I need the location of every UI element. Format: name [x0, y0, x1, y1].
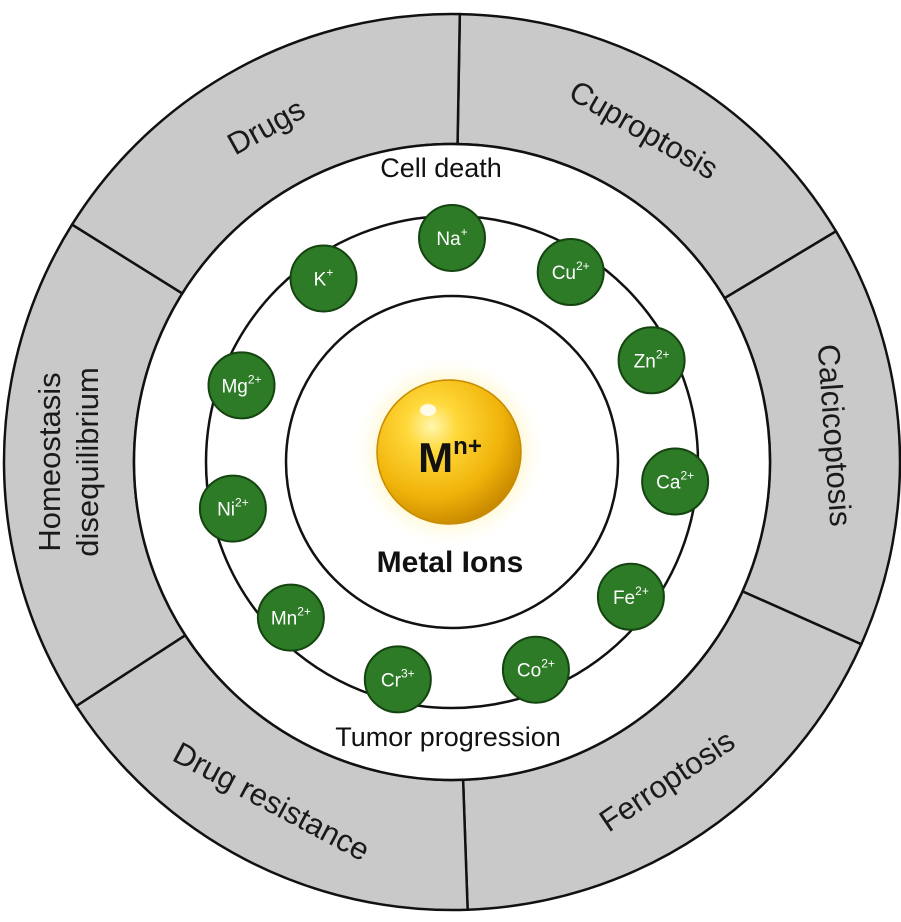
ion-mg: Mg2+	[207, 351, 276, 420]
ion-fe: Fe2+	[596, 562, 665, 631]
ion-circle	[617, 326, 686, 395]
ion-label: Ca2+	[656, 469, 694, 494]
core-symbol: Mn+	[418, 433, 482, 481]
ion-symbol: Ca	[656, 473, 681, 494]
ion-label: Co2+	[517, 657, 555, 682]
ion-label: Mn2+	[271, 605, 311, 630]
ion-label: Mg2+	[221, 372, 261, 397]
ion-symbol: Ni	[217, 500, 235, 521]
core-symbol-superscript: n+	[453, 433, 482, 460]
ion-symbol: Co	[517, 661, 541, 682]
ion-label: Na+	[436, 225, 467, 250]
metal-ion-core: Mn+	[351, 354, 547, 550]
ion-circle	[289, 244, 358, 313]
ion-label: Zn2+	[634, 347, 670, 372]
ion-charge: 2+	[656, 347, 670, 361]
ion-symbol: K	[314, 270, 327, 291]
ion-symbol: Fe	[613, 588, 635, 609]
ion-circle	[501, 635, 570, 704]
ion-circle	[596, 562, 665, 631]
ion-charge: 2+	[235, 496, 249, 510]
ion-cr: Cr3+	[363, 645, 432, 714]
ion-na: Na+	[418, 204, 486, 272]
ion-circle	[198, 474, 267, 543]
ion-ni: Ni2+	[198, 474, 267, 543]
ion-label: Cr3+	[381, 666, 415, 691]
ion-mn: Mn2+	[256, 583, 325, 652]
segment-label-line: disequilibrium	[70, 367, 105, 557]
ion-symbol: Cu	[552, 263, 576, 284]
ion-k: K+	[289, 244, 358, 313]
sphere-highlight	[420, 404, 436, 416]
ion-cu: Cu2+	[536, 238, 605, 307]
metal-ions-label: Metal Ions	[377, 546, 524, 579]
ion-circle	[207, 351, 276, 420]
ion-symbol: Mn	[271, 609, 297, 630]
tumor-progression-label: Tumor progression	[335, 722, 561, 752]
ion-charge: 2+	[635, 584, 649, 598]
ion-circle	[418, 204, 486, 272]
segment-label-homeostasis-disequilibrium: Homeostasisdisequilibrium	[32, 367, 105, 557]
ion-charge: 3+	[401, 666, 415, 680]
ion-circle	[256, 583, 325, 652]
ion-label: K+	[314, 266, 334, 291]
ion-charge: 2+	[541, 657, 555, 671]
gold-sphere-icon	[376, 379, 522, 525]
ion-co: Co2+	[501, 635, 570, 704]
ion-label: Cu2+	[552, 259, 590, 284]
ion-charge: 2+	[680, 469, 694, 483]
ion-symbol: Cr	[381, 670, 402, 691]
ion-charge: +	[461, 225, 468, 239]
ion-symbol: Zn	[634, 351, 656, 372]
cell-death-label: Cell death	[380, 153, 502, 183]
ion-charge: 2+	[297, 605, 311, 619]
ion-ca: Ca2+	[641, 447, 710, 516]
ion-charge: 2+	[248, 372, 262, 386]
ion-label: Ni2+	[217, 496, 249, 521]
ion-symbol: Na	[436, 229, 461, 250]
ion-charge: 2+	[576, 259, 590, 273]
ion-label: Fe2+	[613, 584, 649, 609]
ion-circle	[641, 447, 710, 516]
ion-charge: +	[326, 266, 333, 280]
core-symbol-base: M	[418, 434, 453, 481]
segment-label-line: Homeostasis	[32, 372, 67, 551]
ion-zn: Zn2+	[617, 326, 686, 395]
ion-circle	[363, 645, 432, 714]
ion-symbol: Mg	[221, 376, 247, 397]
ion-ring: Na+Cu2+Zn2+Ca2+Fe2+Co2+Cr3+Mn2+Ni2+Mg2+K…	[198, 204, 710, 714]
ion-circle	[536, 238, 605, 307]
